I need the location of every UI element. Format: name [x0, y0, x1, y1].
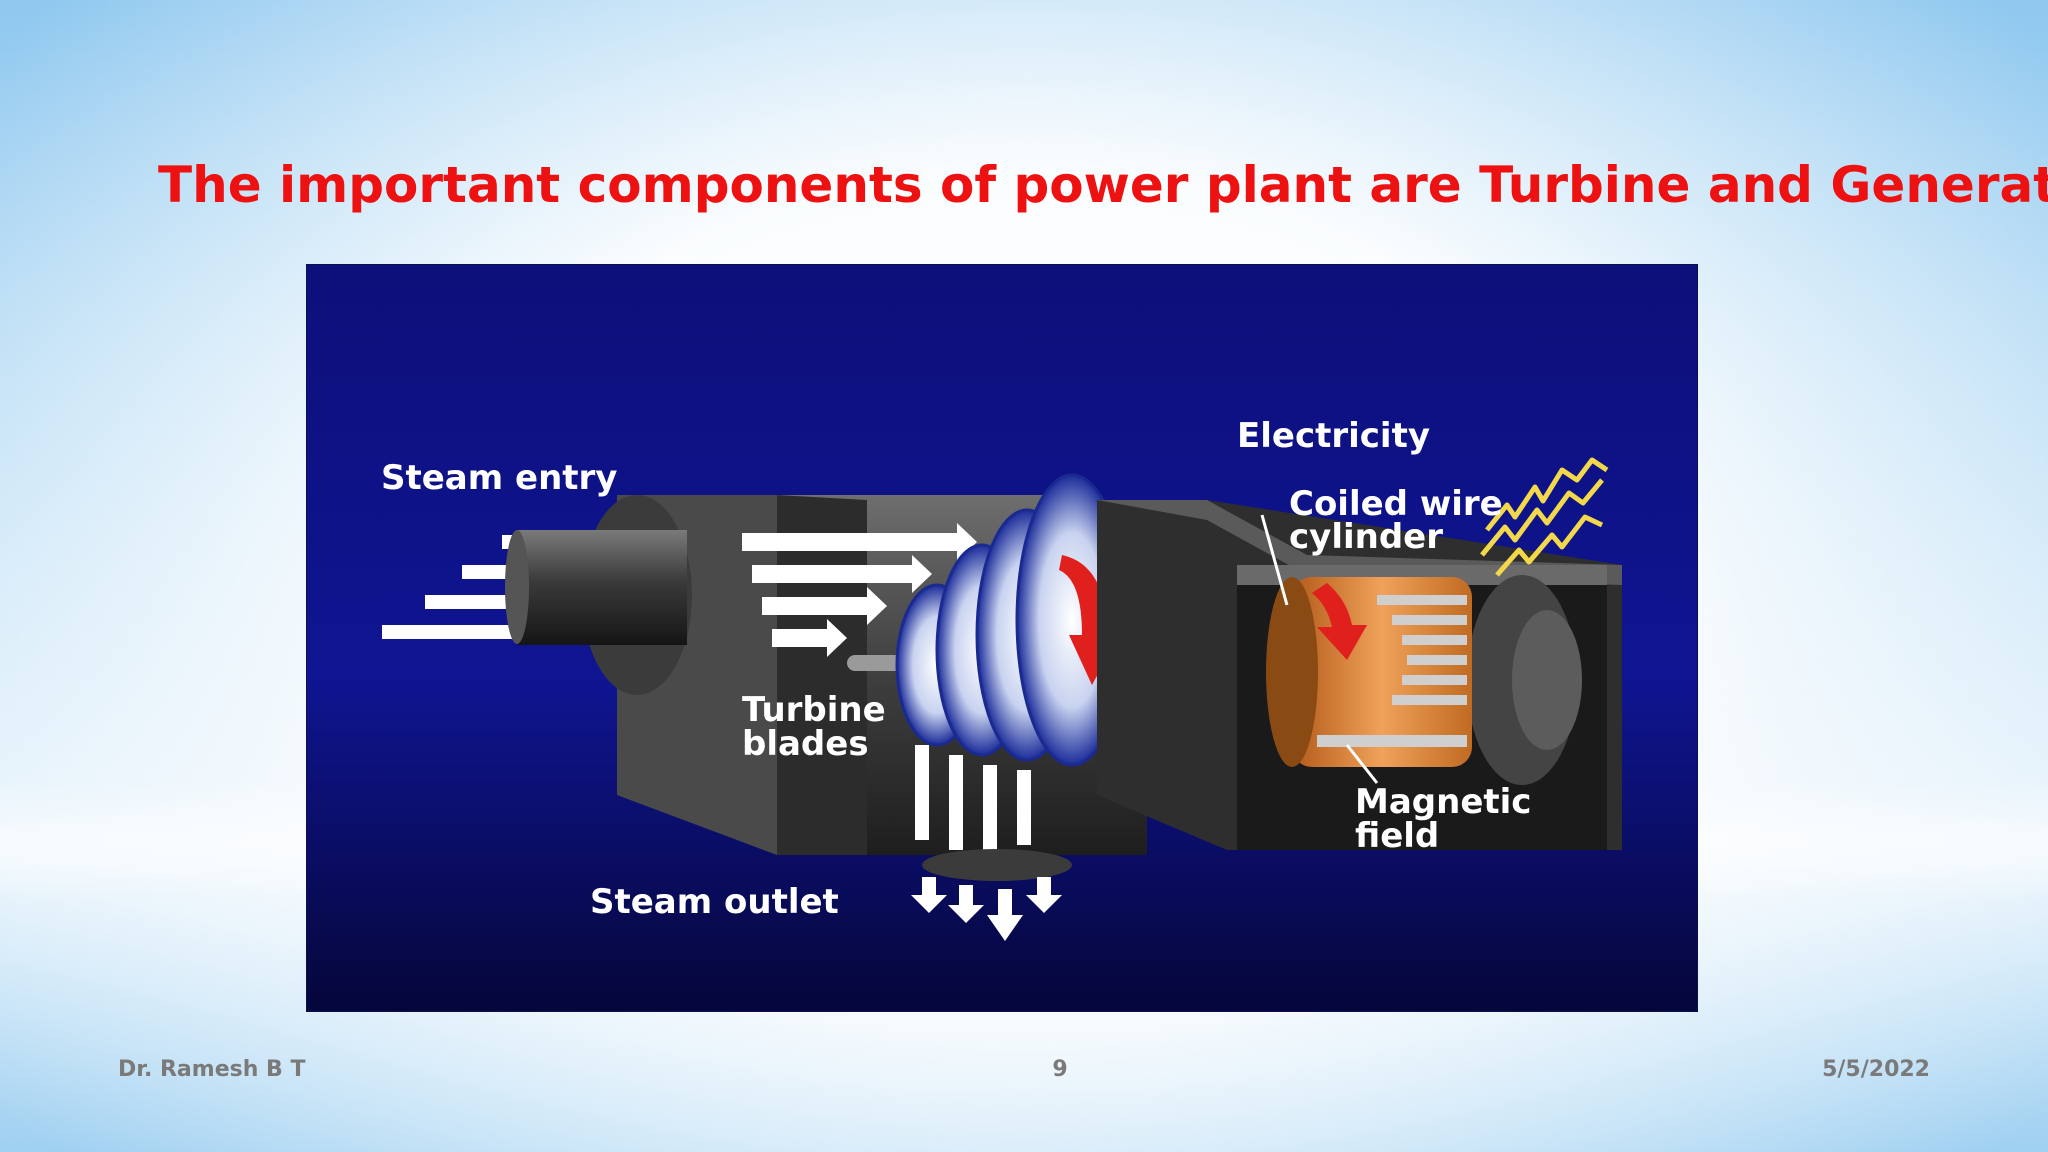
label-steam-outlet: Steam outlet	[590, 882, 839, 922]
label-turbine-line1: Turbine	[742, 690, 886, 730]
outlet-pipe	[922, 849, 1072, 881]
coiled-wire-cylinder	[1266, 577, 1472, 767]
footer-date: 5/5/2022	[1822, 1057, 1930, 1082]
turbine-generator-diagram: Steam entry Electricity Coiled wire cyli…	[307, 265, 1697, 1011]
footer-author: Dr. Ramesh B T	[118, 1057, 306, 1082]
leader-lines	[1260, 514, 1379, 784]
label-magnetic-line1: Magnetic	[1355, 782, 1531, 822]
label-coiled-wire-line2: cylinder	[1289, 517, 1443, 557]
label-steam-entry: Steam entry	[381, 458, 617, 498]
steam-outlet-bars	[915, 745, 1031, 850]
label-magnetic-line2: field	[1355, 816, 1439, 856]
label-coiled-wire-line1: Coiled wire	[1289, 484, 1503, 524]
electricity-bolts	[1480, 457, 1609, 577]
label-turbine-line2: blades	[742, 724, 869, 764]
inlet-pipe	[505, 530, 687, 645]
slide-title: The important components of power plant …	[158, 156, 2048, 214]
label-electricity: Electricity	[1237, 416, 1430, 456]
steam-outlet-arrows	[911, 877, 1062, 941]
internal-steam-arrows	[742, 523, 977, 657]
footer-page-number: 9	[1052, 1057, 1068, 1082]
